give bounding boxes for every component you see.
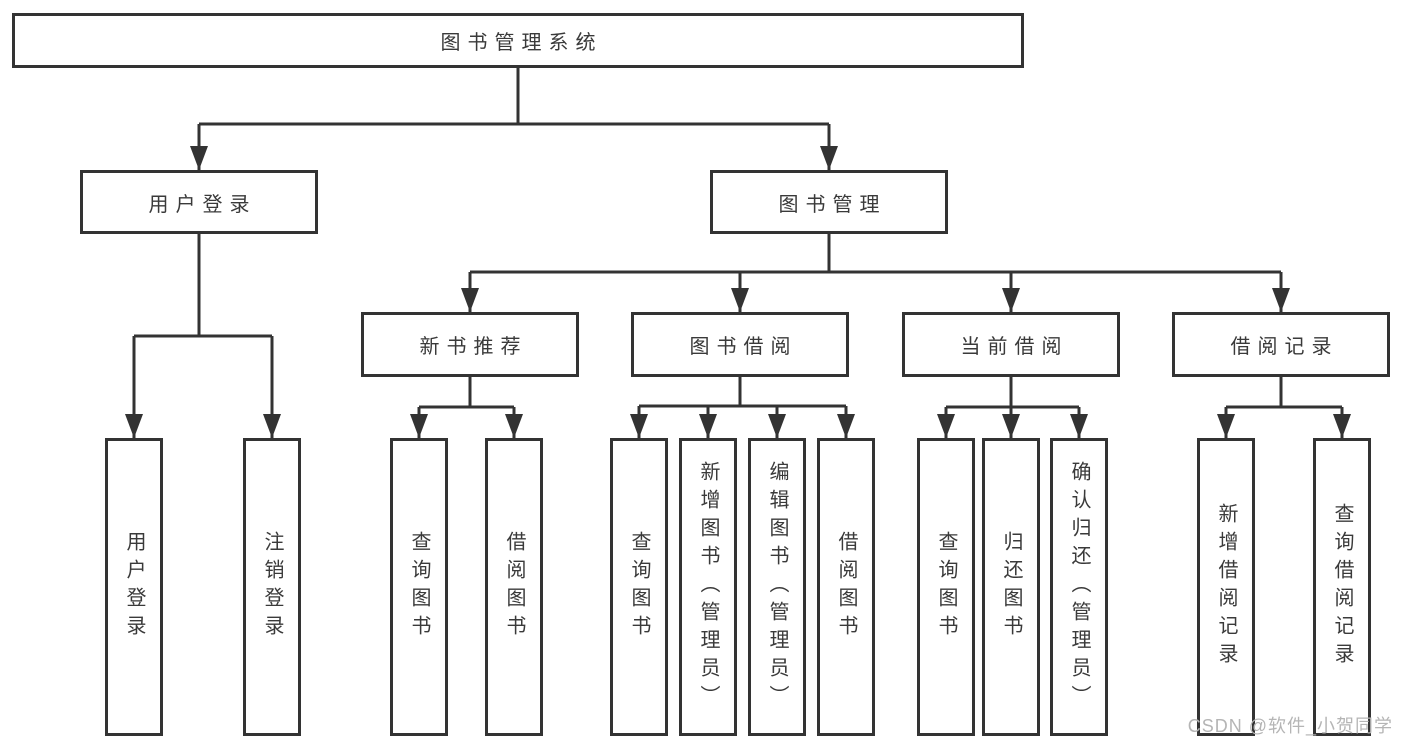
node-label: 确认归还（管理员） xyxy=(1068,461,1090,713)
node-label: 当前借阅 xyxy=(960,336,1069,358)
node-label: 注销登录 xyxy=(261,531,283,643)
leaf-query-books-current: 查询图书 xyxy=(917,438,975,736)
connector-records-split xyxy=(1226,377,1342,409)
leaf-confirm-return-admin: 确认归还（管理员） xyxy=(1050,438,1108,736)
node-label: 新增图书（管理员） xyxy=(697,461,719,713)
node-label: 查询图书 xyxy=(935,531,957,643)
node-label: 借阅图书 xyxy=(835,531,857,643)
connector-new-book-split xyxy=(419,377,514,409)
node-label: 用户登录 xyxy=(123,531,145,643)
node-label: 用户登录 xyxy=(148,193,257,216)
leaf-add-borrow-record: 新增借阅记录 xyxy=(1197,438,1255,736)
connector-book-management-split xyxy=(470,234,1281,274)
connector-user-login-split xyxy=(134,234,272,338)
node-label: 查询图书 xyxy=(408,531,430,643)
node-label: 编辑图书（管理员） xyxy=(766,461,788,713)
node-new-book-recommend: 新书推荐 xyxy=(361,312,579,377)
connector-borrowing-split xyxy=(639,377,846,408)
node-label: 查询图书 xyxy=(628,531,650,643)
node-user-login: 用户登录 xyxy=(80,170,318,234)
leaf-query-books-borrowing: 查询图书 xyxy=(610,438,668,736)
leaf-logout: 注销登录 xyxy=(243,438,301,736)
csdn-watermark: CSDN @软件_小贺同学 xyxy=(1187,716,1393,736)
node-library-management-system: 图书管理系统 xyxy=(12,13,1024,68)
node-book-borrowing: 图书借阅 xyxy=(631,312,849,377)
node-label: 图书管理 xyxy=(778,193,887,216)
leaf-user-login: 用户登录 xyxy=(105,438,163,736)
node-label: 图书管理系统 xyxy=(440,32,603,54)
leaf-return-book: 归还图书 xyxy=(982,438,1040,736)
node-current-borrowing: 当前借阅 xyxy=(902,312,1120,377)
leaf-add-book-admin: 新增图书（管理员） xyxy=(679,438,737,736)
node-label: 新书推荐 xyxy=(419,336,528,358)
node-label: 查询借阅记录 xyxy=(1331,503,1353,671)
node-label: 图书借阅 xyxy=(689,336,798,358)
node-label: 新增借阅记录 xyxy=(1215,503,1237,671)
node-label: 借阅记录 xyxy=(1230,336,1339,358)
leaf-borrow-books-borrowing: 借阅图书 xyxy=(817,438,875,736)
leaf-borrow-books-recommend: 借阅图书 xyxy=(485,438,543,736)
node-borrow-records: 借阅记录 xyxy=(1172,312,1390,377)
connector-current-split xyxy=(946,377,1079,409)
node-label: 归还图书 xyxy=(1000,531,1022,643)
node-label: 借阅图书 xyxy=(503,531,525,643)
node-book-management: 图书管理 xyxy=(710,170,948,234)
leaf-query-borrow-record: 查询借阅记录 xyxy=(1313,438,1371,736)
leaf-query-books-recommend: 查询图书 xyxy=(390,438,448,736)
connector-root-split xyxy=(199,68,829,126)
leaf-edit-book-admin: 编辑图书（管理员） xyxy=(748,438,806,736)
